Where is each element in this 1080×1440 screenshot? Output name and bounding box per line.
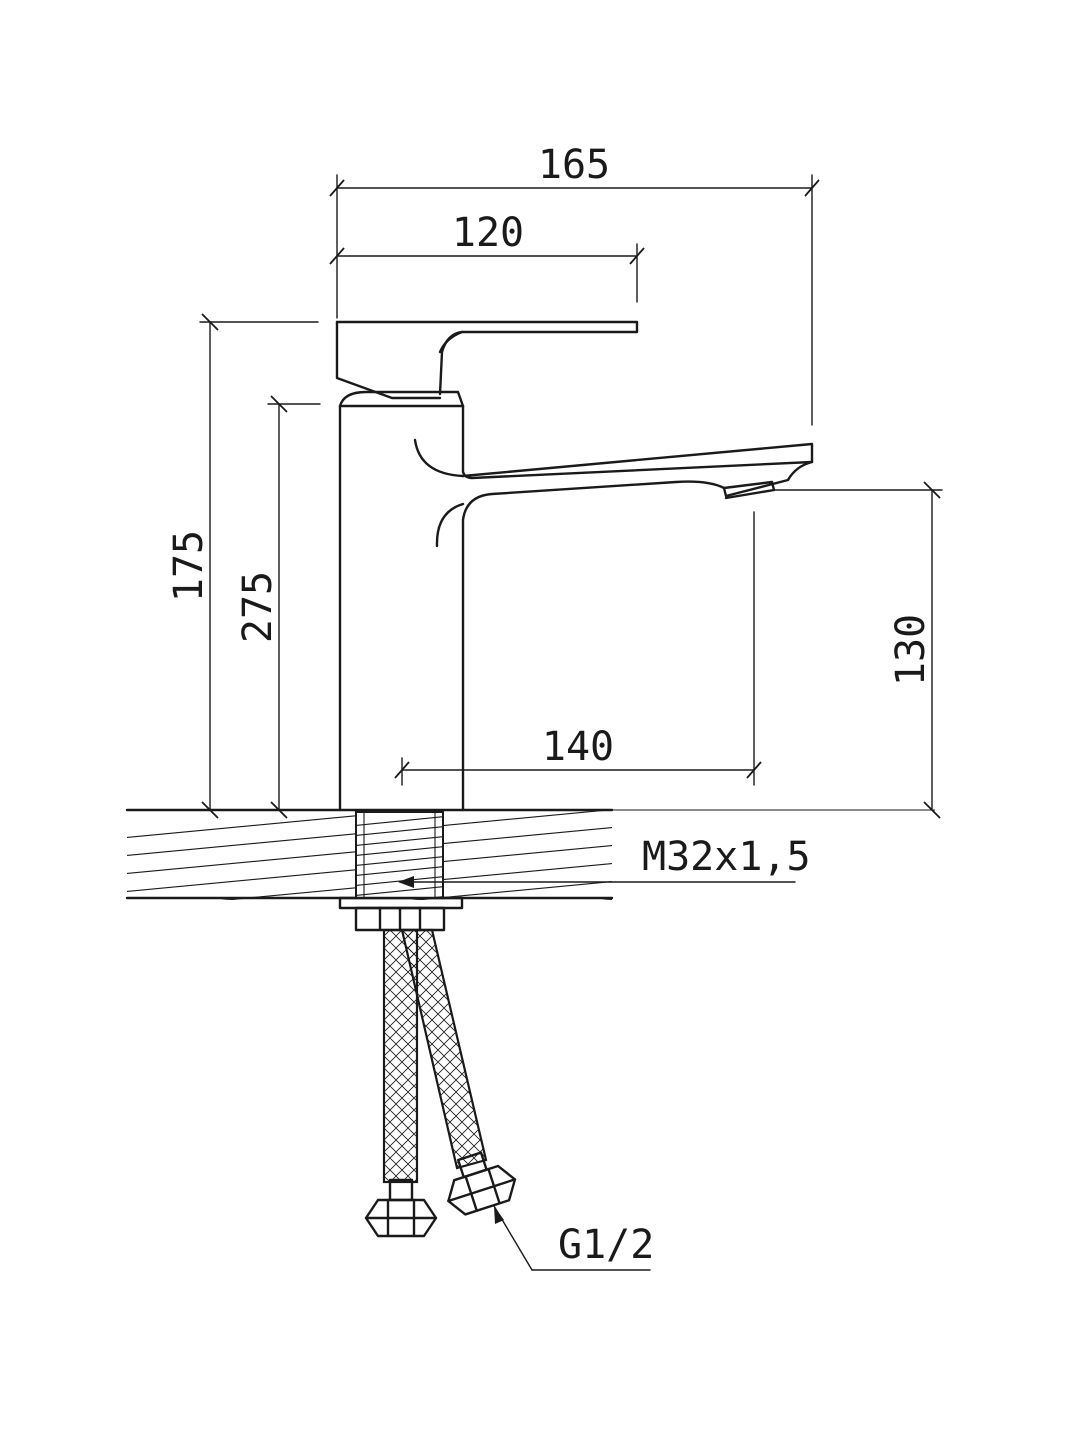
leader-hose-connector: G1/2 <box>493 1205 654 1271</box>
dimension-overall-width: 165 <box>329 142 820 426</box>
dim-label-140: 140 <box>542 724 614 770</box>
dimension-spout-reach: 140 <box>394 511 762 786</box>
dim-label-175: 175 <box>166 530 212 602</box>
lever-handle <box>335 320 639 400</box>
flex-hoses <box>364 928 517 1238</box>
dim-label-120: 120 <box>452 210 524 256</box>
annotation-hose-connector: G1/2 <box>558 1222 654 1268</box>
dimension-spout-clearance: 130 <box>774 481 943 819</box>
dimension-lever-length: 120 <box>329 210 645 303</box>
mounting-nut <box>338 896 464 932</box>
dimension-height-to-lever: 175 <box>166 313 319 819</box>
countertop-section <box>125 808 935 900</box>
dim-label-275: 275 <box>235 571 281 643</box>
dim-label-165: 165 <box>538 142 610 188</box>
spout <box>413 438 814 548</box>
dimension-body-height: 275 <box>235 395 321 819</box>
leader-mount-thread: M32x1,5 <box>398 834 811 888</box>
dim-label-130: 130 <box>888 614 934 686</box>
faucet-body <box>338 390 465 812</box>
annotation-mount-thread: M32x1,5 <box>642 834 811 880</box>
